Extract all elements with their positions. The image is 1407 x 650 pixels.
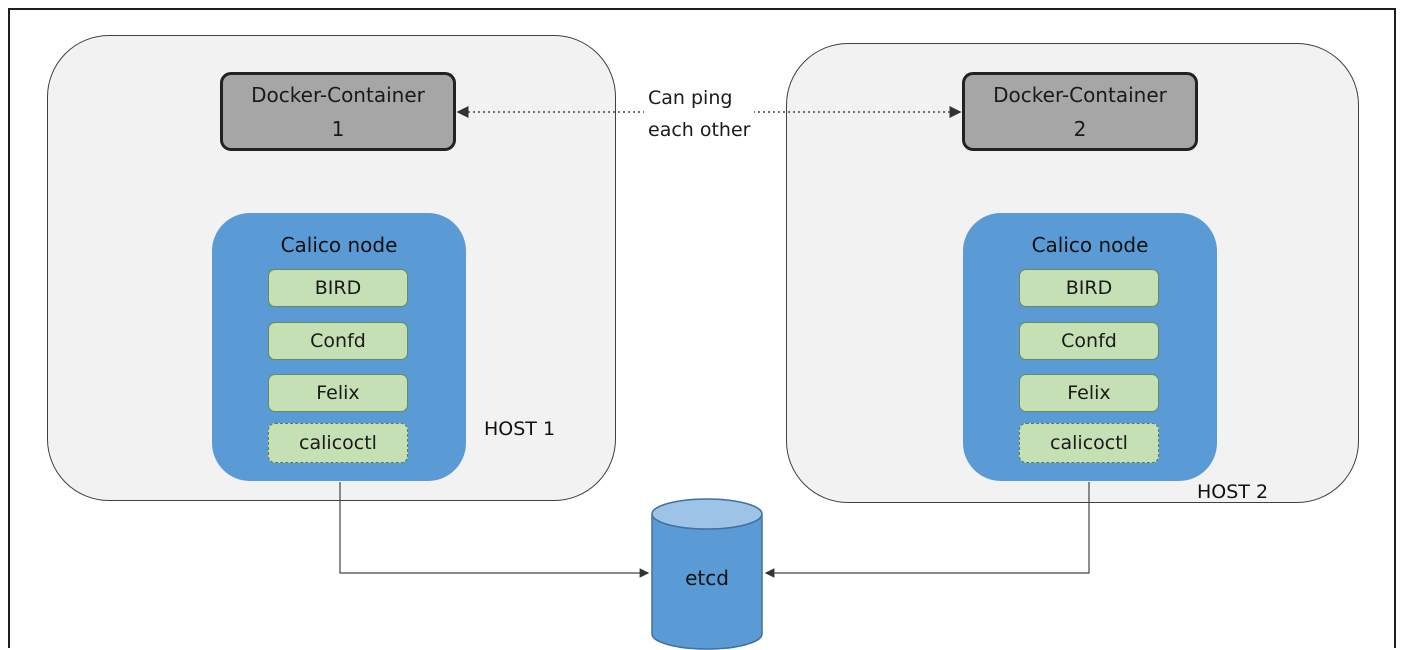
ping-label-line-2: each other — [648, 119, 751, 141]
calico-2-bird: BIRD — [1019, 269, 1159, 307]
host-1-label: HOST 1 — [484, 418, 556, 440]
diagram-frame — [8, 8, 1396, 648]
calico-2-calicoctl: calicoctl — [1019, 423, 1159, 463]
host2-to-etcd-connector — [764, 482, 1090, 578]
etcd-label: etcd — [685, 566, 729, 590]
container-2-number: 2 — [1073, 116, 1087, 141]
ping-label: Can ping each other — [644, 82, 755, 146]
ping-label-line-1: Can ping — [648, 87, 733, 109]
calico-2-confd: Confd — [1019, 322, 1159, 360]
calico-1-calicoctl: calicoctl — [268, 423, 408, 463]
container-1-number: 1 — [331, 116, 345, 141]
calico-node-1-title: Calico node — [280, 233, 398, 257]
host-2-label: HOST 2 — [1197, 481, 1269, 503]
calico-1-confd: Confd — [268, 322, 408, 360]
calico-2-felix: Felix — [1019, 374, 1159, 412]
host1-to-etcd-connector — [339, 482, 650, 578]
calico-node-1: Calico node BIRD Confd Felix calicoctl — [212, 213, 466, 481]
calico-1-felix: Felix — [268, 374, 408, 412]
docker-container-2: Docker-Container 2 — [962, 72, 1198, 151]
calico-node-2: Calico node BIRD Confd Felix calicoctl — [963, 213, 1217, 481]
calico-1-bird: BIRD — [268, 269, 408, 307]
docker-container-1: Docker-Container 1 — [220, 72, 456, 151]
calico-node-2-title: Calico node — [1031, 233, 1149, 257]
container-1-title: Docker-Container — [251, 82, 425, 107]
container-2-title: Docker-Container — [993, 82, 1167, 107]
